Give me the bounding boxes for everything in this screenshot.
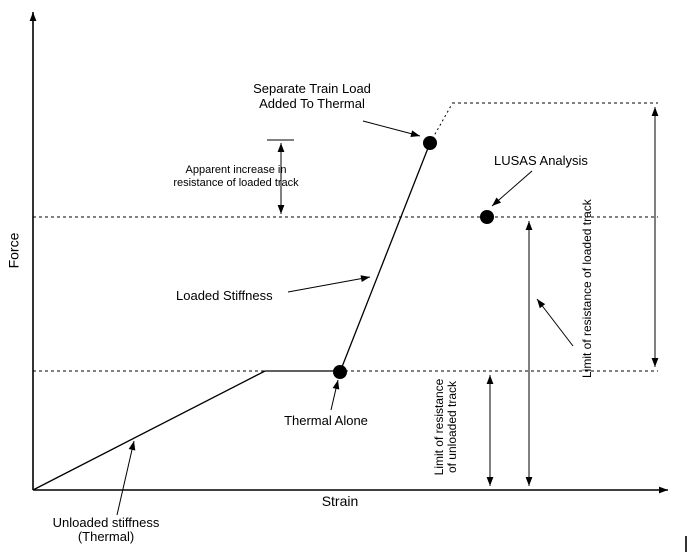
label-separate-train-load-line2: Added To Thermal	[259, 96, 365, 111]
text-cursor-artifact	[685, 536, 687, 552]
y-axis-label: Force	[5, 232, 22, 269]
label-separate-train-load-line1: Separate Train Load	[253, 81, 371, 96]
label-limit-unloaded: Limit of resistance of unloaded track	[432, 371, 461, 483]
label-unloaded-stiffness-line2: (Thermal)	[77, 529, 135, 544]
label-separate-train-load: Separate Train Load Added To Thermal	[228, 81, 396, 111]
label-apparent-increase-line2: resistance of loaded track	[173, 177, 299, 189]
label-limit-unloaded-line2: of unloaded track	[445, 380, 459, 474]
lusas-analysis-point	[480, 210, 494, 224]
label-limit-loaded: Limit of resistance of loaded track	[580, 199, 594, 378]
data-points	[333, 136, 494, 379]
separate-train-load-point	[423, 136, 437, 150]
label-apparent-increase: Apparent increase in resistance of loade…	[158, 164, 314, 190]
thermal-alone-point	[333, 365, 347, 379]
leader-arrows	[116, 120, 574, 516]
label-unloaded-stiffness-line1: Unloaded stiffness	[52, 515, 160, 530]
x-axis-label: Strain	[321, 493, 359, 509]
label-loaded-stiffness: Loaded Stiffness	[176, 288, 273, 303]
label-thermal-alone: Thermal Alone	[284, 413, 368, 428]
label-unloaded-stiffness: Unloaded stiffness (Thermal)	[38, 516, 174, 544]
label-lusas-analysis: LUSAS Analysis	[494, 153, 588, 168]
limit-dashed-lines	[33, 102, 658, 372]
stiffness-lines	[32, 142, 431, 491]
axes	[29, 12, 668, 494]
dimension-arrows	[267, 107, 659, 486]
label-apparent-increase-line1: Apparent increase in	[185, 164, 287, 176]
